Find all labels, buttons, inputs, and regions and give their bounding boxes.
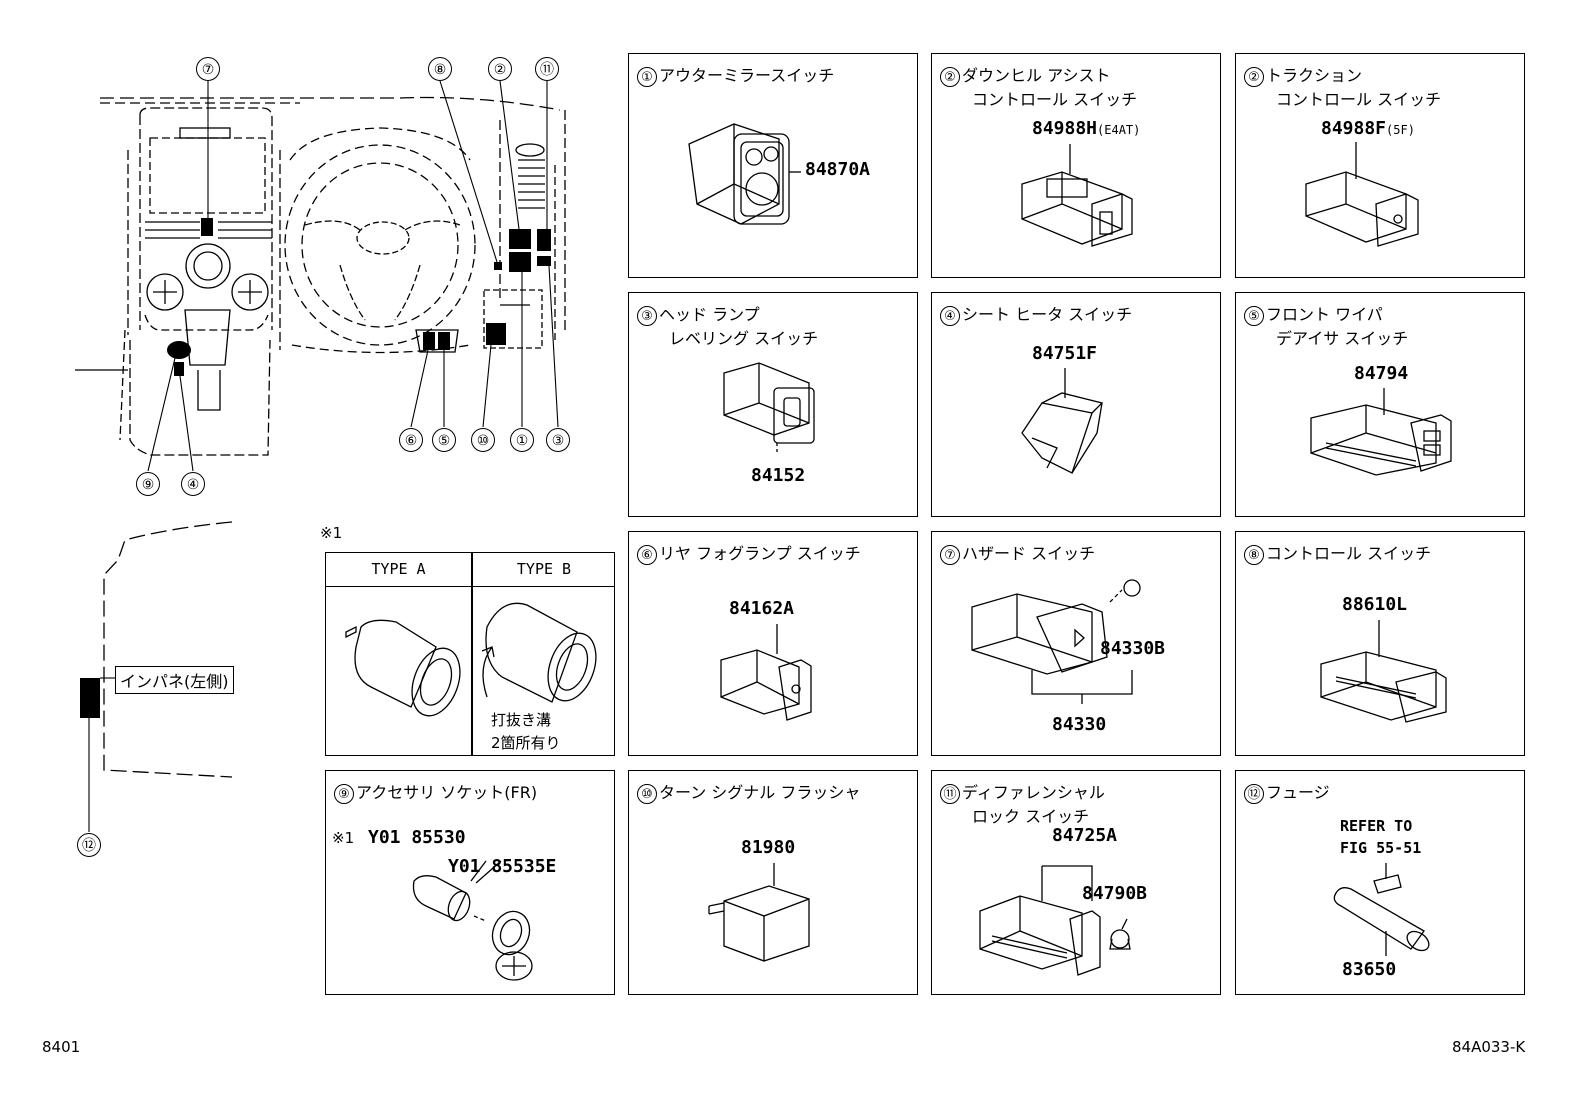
- part-number: 84988F(5F): [1321, 118, 1415, 139]
- part-number: 84988H(E4AT): [1032, 118, 1141, 139]
- part-number-badge: ②: [940, 66, 960, 87]
- callout-9: ⑨: [136, 472, 160, 496]
- outer-mirror-switch-drawing: [688, 123, 801, 225]
- part-number-badge: ⑨: [334, 783, 354, 804]
- part-title: シート ヒータ スイッチ: [962, 305, 1133, 324]
- part-number: Y01 85530: [368, 827, 466, 848]
- part-title: コントロール スイッチ: [1266, 544, 1432, 563]
- part-title: リヤ フォグランプ スイッチ: [659, 544, 861, 563]
- part-number-badge: ①: [637, 66, 657, 87]
- type-b-label: TYPE B: [516, 560, 572, 578]
- part-number-badge: ⑩: [637, 783, 657, 804]
- callout-4: ④: [181, 472, 205, 496]
- downhill-assist-switch-drawing: [1021, 144, 1133, 247]
- callout-11: ⑪: [535, 57, 559, 81]
- callout-6: ⑥: [399, 428, 423, 452]
- part-number-badge: ②: [1244, 66, 1264, 87]
- callout-3: ③: [546, 428, 570, 452]
- part-title: トラクション コントロール スイッチ: [1266, 66, 1442, 109]
- type-b-note-line2: 2箇所有り: [491, 734, 561, 752]
- part-number-badge: ③: [637, 305, 657, 326]
- rear-fog-switch-drawing: [720, 624, 812, 721]
- part-title: ターン シグナル フラッシャ: [659, 783, 861, 802]
- part-number: 84725A: [1052, 825, 1118, 846]
- figure-code-right: 84A033-K: [1452, 1038, 1526, 1056]
- control-switch-drawing: [1320, 620, 1447, 723]
- part-number-alt: Y01 85535E: [448, 856, 557, 877]
- part-number: 84751F: [1032, 343, 1098, 364]
- dashboard-overview: ⑦ ⑧ ② ⑪ ⑥ ⑤ ⑩ ① ③ ⑨ ④ ⑫ インパネ(左側): [0, 0, 610, 857]
- part-title: ヘッド ランプ レベリング スイッチ: [659, 305, 819, 348]
- part-number-assembly: 84330: [1052, 714, 1107, 735]
- callout-10: ⑩: [471, 428, 495, 452]
- part-number-badge: ⑫: [1244, 783, 1264, 804]
- instrument-panel-label: インパネ(左側): [115, 666, 234, 694]
- callout-12: ⑫: [77, 833, 101, 857]
- socket-type-a-drawing: [345, 619, 461, 717]
- headlamp-leveling-switch-drawing: [723, 362, 815, 453]
- part-number-alt: 84790B: [1082, 883, 1148, 904]
- part-title: アクセサリ ソケット(FR): [356, 783, 538, 802]
- part-number: 83650: [1342, 959, 1397, 980]
- part-number: 81980: [741, 837, 796, 858]
- part-number: 88610L: [1342, 594, 1408, 615]
- diff-lock-switch-drawing: [979, 865, 1131, 976]
- part-number-badge: ⑦: [940, 544, 960, 565]
- page-code-left: 8401: [42, 1038, 81, 1056]
- callout-2: ②: [488, 57, 512, 81]
- callout-8: ⑧: [428, 57, 452, 81]
- part-title: ダウンヒル アシスト コントロール スイッチ: [962, 66, 1138, 109]
- type-b-note-line1: 打抜き溝: [491, 711, 552, 729]
- turn-signal-flasher-drawing: [708, 863, 810, 962]
- fuse-refer-line1: REFER TO: [1340, 817, 1413, 835]
- dashboard-sketch: [75, 80, 566, 832]
- part-number: 84152: [751, 465, 806, 486]
- part-number: 84330B: [1100, 638, 1166, 659]
- hazard-switch-drawing: [971, 579, 1141, 704]
- callout-5: ⑤: [432, 428, 456, 452]
- callout-7: ⑦: [196, 57, 220, 81]
- part-title: ディファレンシャル ロック スイッチ: [962, 783, 1105, 826]
- callout-1: ①: [510, 428, 534, 452]
- note-ref: ※1: [320, 524, 343, 542]
- part-number: 84162A: [729, 598, 795, 619]
- accessory-socket-drawing: [412, 860, 533, 981]
- wiper-deicer-switch-drawing: [1310, 388, 1452, 476]
- part-number: 84794: [1354, 363, 1409, 384]
- part-number: 84870A: [805, 159, 871, 180]
- type-comparison-box: TYPE A TYPE B 打抜き溝 2箇所有り: [325, 552, 615, 756]
- traction-control-switch-drawing: [1305, 142, 1419, 247]
- part-title: フュージ: [1266, 783, 1330, 802]
- part-number-badge: ⑥: [637, 544, 657, 565]
- part-number-badge: ④: [940, 305, 960, 326]
- fuse-drawing: [1333, 863, 1430, 956]
- part-number-badge: ⑤: [1244, 305, 1264, 326]
- part-title: フロント ワイパ デアイサ スイッチ: [1266, 305, 1409, 348]
- part-title: ハザード スイッチ: [962, 544, 1096, 563]
- fuse-refer-line2: FIG 55-51: [1340, 839, 1422, 857]
- part-title: アウターミラースイッチ: [659, 66, 835, 85]
- socket-type-b-drawing: [481, 602, 597, 703]
- part-number-badge: ⑪: [940, 783, 960, 804]
- part-number-note: ※1: [332, 829, 355, 847]
- type-a-label: TYPE A: [371, 560, 426, 578]
- seat-heater-switch-drawing: [1021, 368, 1104, 474]
- part-number-badge: ⑧: [1244, 544, 1264, 565]
